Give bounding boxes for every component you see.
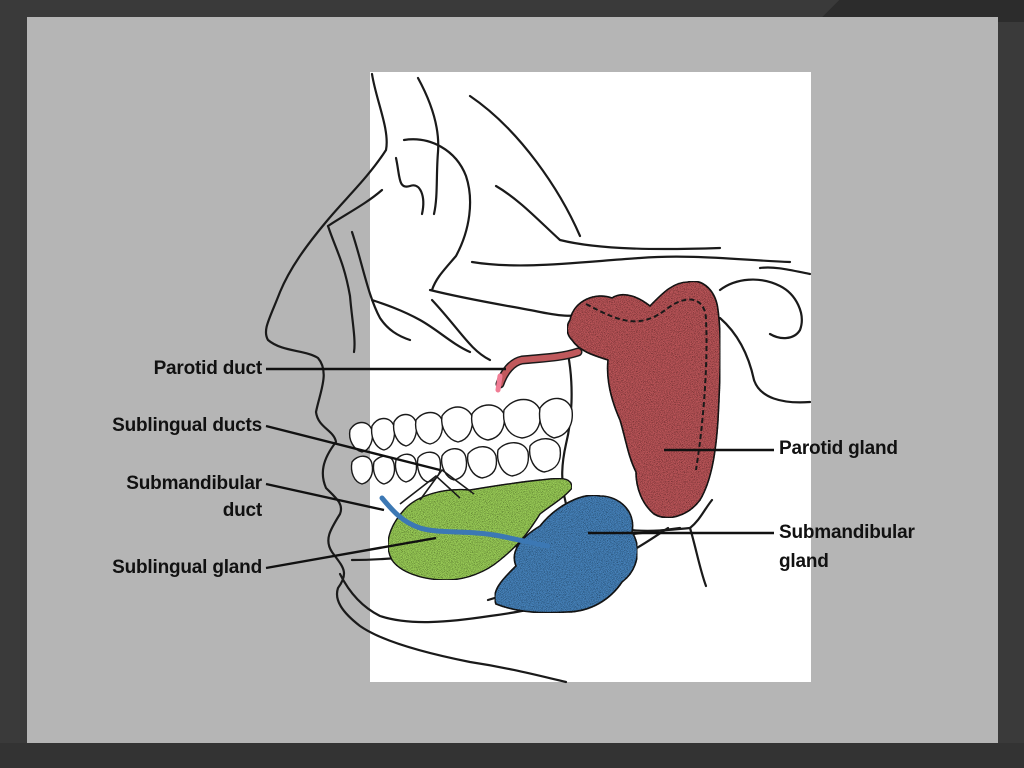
label-submandibular-duct-line2: duct [222,500,263,521]
label-sublingual-ducts: Sublingual ducts [112,415,262,436]
leader-submandibular-duct [265,482,385,512]
submandibular-gland [493,494,639,614]
label-sublingual-gland: Sublingual gland [112,557,262,578]
label-submandibular-gland-line2: gland [779,551,829,572]
frame-corner-stripe [814,0,1024,22]
label-submandibular-gland-line1: Submandibular [779,522,915,543]
label-parotid-duct: Parotid duct [153,358,263,379]
parotid-gland [566,280,722,519]
label-parotid-gland: Parotid gland [779,438,898,459]
submandibular-duct [379,495,551,549]
leader-sublingual-ducts [265,424,441,472]
frame-bottom-strip [0,743,1024,768]
label-submandibular-duct-line1: Submandibular [126,473,262,494]
leader-lines [265,367,774,570]
leader-sublingual-gland [265,536,437,570]
teeth [348,397,573,485]
sublingual-gland [387,477,573,581]
sublingual-ducts [399,468,475,505]
